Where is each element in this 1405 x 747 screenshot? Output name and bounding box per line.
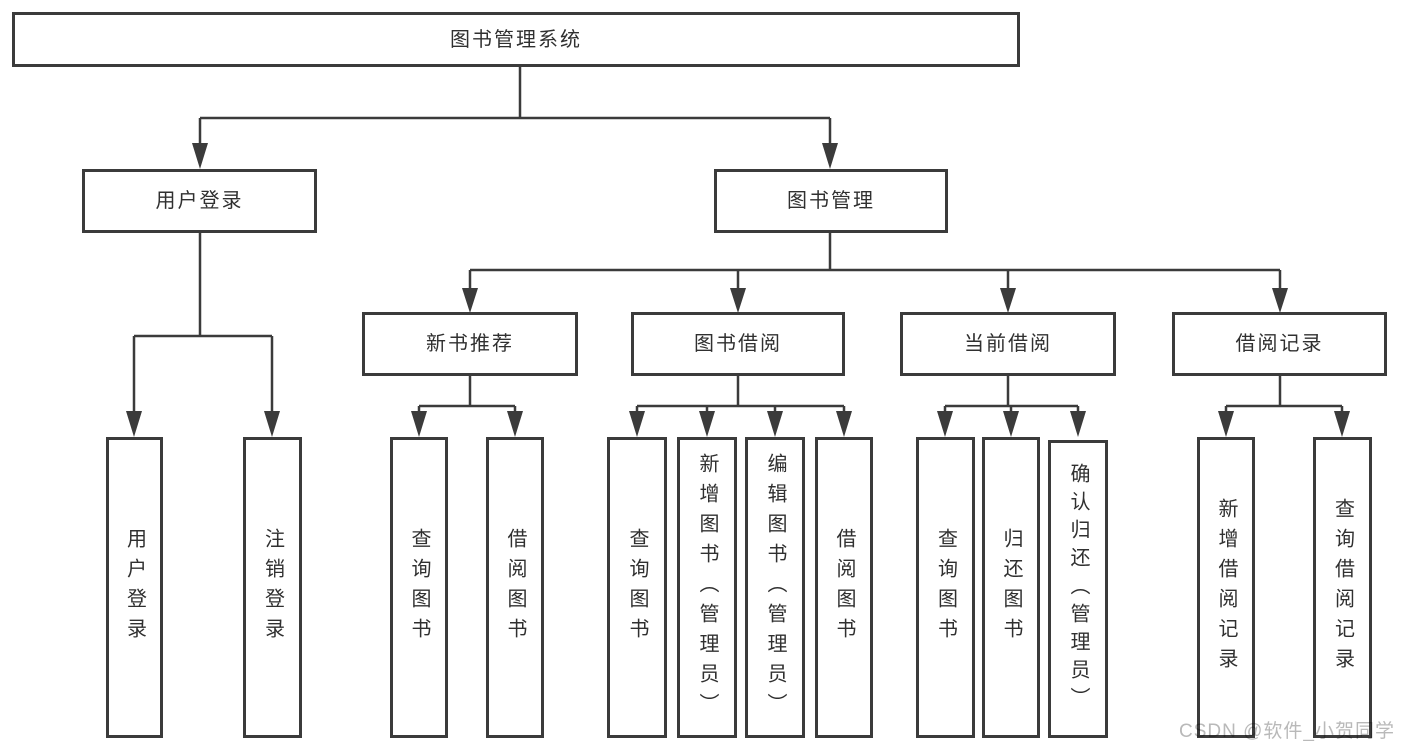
leaf-user-login: 用户登录	[106, 437, 163, 738]
leaf-query-books-recommend: 查询图书	[390, 437, 448, 738]
leaf-add-book-admin: 新增图书（管理员）	[677, 437, 737, 738]
arrowheads	[126, 143, 1350, 437]
leaf-return-books: 归还图书	[982, 437, 1040, 738]
node-root: 图书管理系统	[12, 12, 1020, 67]
leaf-logout: 注销登录	[243, 437, 302, 738]
node-current-borrow: 当前借阅	[900, 312, 1116, 376]
leaf-query-books-borrow: 查询图书	[607, 437, 667, 738]
leaf-add-borrow-record: 新增借阅记录	[1197, 437, 1255, 738]
node-book-borrow: 图书借阅	[631, 312, 845, 376]
tree-edges	[132, 67, 1344, 414]
leaf-edit-book-admin: 编辑图书（管理员）	[745, 437, 805, 738]
leaf-borrow-books: 借阅图书	[815, 437, 873, 738]
node-new-book-recommend: 新书推荐	[362, 312, 578, 376]
leaf-query-borrow-record: 查询借阅记录	[1313, 437, 1372, 738]
node-user-login: 用户登录	[82, 169, 317, 233]
watermark: CSDN @软件_小贺同学	[1179, 721, 1395, 742]
node-borrow-records: 借阅记录	[1172, 312, 1387, 376]
leaf-confirm-return-admin: 确认归还（管理员）	[1048, 440, 1108, 738]
leaf-borrow-books-recommend: 借阅图书	[486, 437, 544, 738]
leaf-query-books-current: 查询图书	[916, 437, 975, 738]
node-book-management: 图书管理	[714, 169, 948, 233]
